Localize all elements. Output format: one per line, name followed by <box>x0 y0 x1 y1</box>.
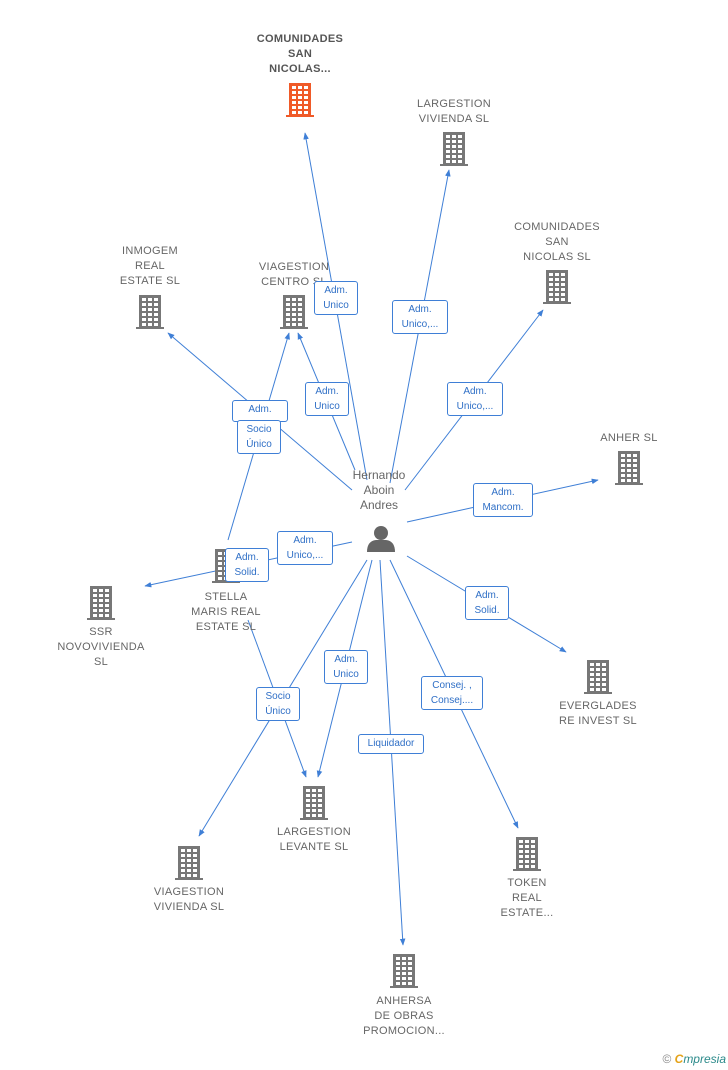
building-icon[interactable] <box>136 295 164 329</box>
company-label[interactable]: ANHERSA DE OBRAS PROMOCION... <box>363 995 445 1037</box>
company-label[interactable]: SSR NOVOVIVIENDA SL <box>57 626 145 668</box>
copyright-icon: © <box>662 1052 672 1066</box>
relation-label[interactable]: Adm. <box>232 400 288 422</box>
relation-label[interactable]: Adm. Solid. <box>465 586 509 620</box>
building-icon[interactable] <box>300 786 328 820</box>
building-icon[interactable] <box>280 295 308 329</box>
brand-footer: © Cmpresia <box>662 1052 726 1066</box>
relation-label[interactable]: Adm. Mancom. <box>473 483 533 517</box>
relation-label[interactable]: Adm. Unico,... <box>277 531 333 565</box>
brand-name: mpresia <box>683 1052 726 1066</box>
relation-label[interactable]: Adm. Unico <box>305 382 349 416</box>
relation-label[interactable]: Adm. Unico <box>314 281 358 315</box>
company-label[interactable]: LARGESTION LEVANTE SL <box>277 826 351 853</box>
company-label[interactable]: STELLA MARIS REAL ESTATE SL <box>191 591 261 633</box>
person-icon[interactable] <box>367 526 395 552</box>
company-label[interactable]: INMOGEM REAL ESTATE SL <box>119 245 181 287</box>
building-icon[interactable] <box>513 837 541 871</box>
relation-label[interactable]: Adm. Unico <box>324 650 368 684</box>
building-icon[interactable] <box>440 132 468 166</box>
relation-label[interactable]: Adm. Unico,... <box>447 382 503 416</box>
building-icon[interactable] <box>615 451 643 485</box>
company-label[interactable]: TOKEN REAL ESTATE... <box>500 877 554 919</box>
company-label[interactable]: LARGESTION VIVIENDA SL <box>417 98 491 125</box>
building-icon[interactable] <box>87 586 115 620</box>
company-label[interactable]: VIAGESTION VIVIENDA SL <box>153 886 225 913</box>
building-icon[interactable] <box>175 846 203 880</box>
relation-label[interactable]: Adm. Solid. <box>225 548 269 582</box>
company-label[interactable]: ANHER SL <box>600 432 658 444</box>
company-label[interactable]: EVERGLADES RE INVEST SL <box>559 700 637 727</box>
buildings-layer <box>87 83 643 988</box>
building-icon[interactable] <box>286 83 314 117</box>
relation-label[interactable]: Socio Único <box>256 687 300 721</box>
person-name[interactable]: Hernando Aboin Andres <box>352 468 406 512</box>
building-icon[interactable] <box>584 660 612 694</box>
relation-label[interactable]: Liquidador <box>358 734 424 754</box>
building-icon[interactable] <box>390 954 418 988</box>
relation-label[interactable]: Socio Único <box>237 420 281 454</box>
company-label[interactable]: COMUNIDADES SAN NICOLAS... <box>256 33 344 75</box>
relation-label[interactable]: Consej. , Consej.... <box>421 676 483 710</box>
building-icon[interactable] <box>543 270 571 304</box>
relation-label[interactable]: Adm. Unico,... <box>392 300 448 334</box>
company-label[interactable]: COMUNIDADES SAN NICOLAS SL <box>514 221 600 263</box>
brand-initial: C <box>674 1052 684 1066</box>
